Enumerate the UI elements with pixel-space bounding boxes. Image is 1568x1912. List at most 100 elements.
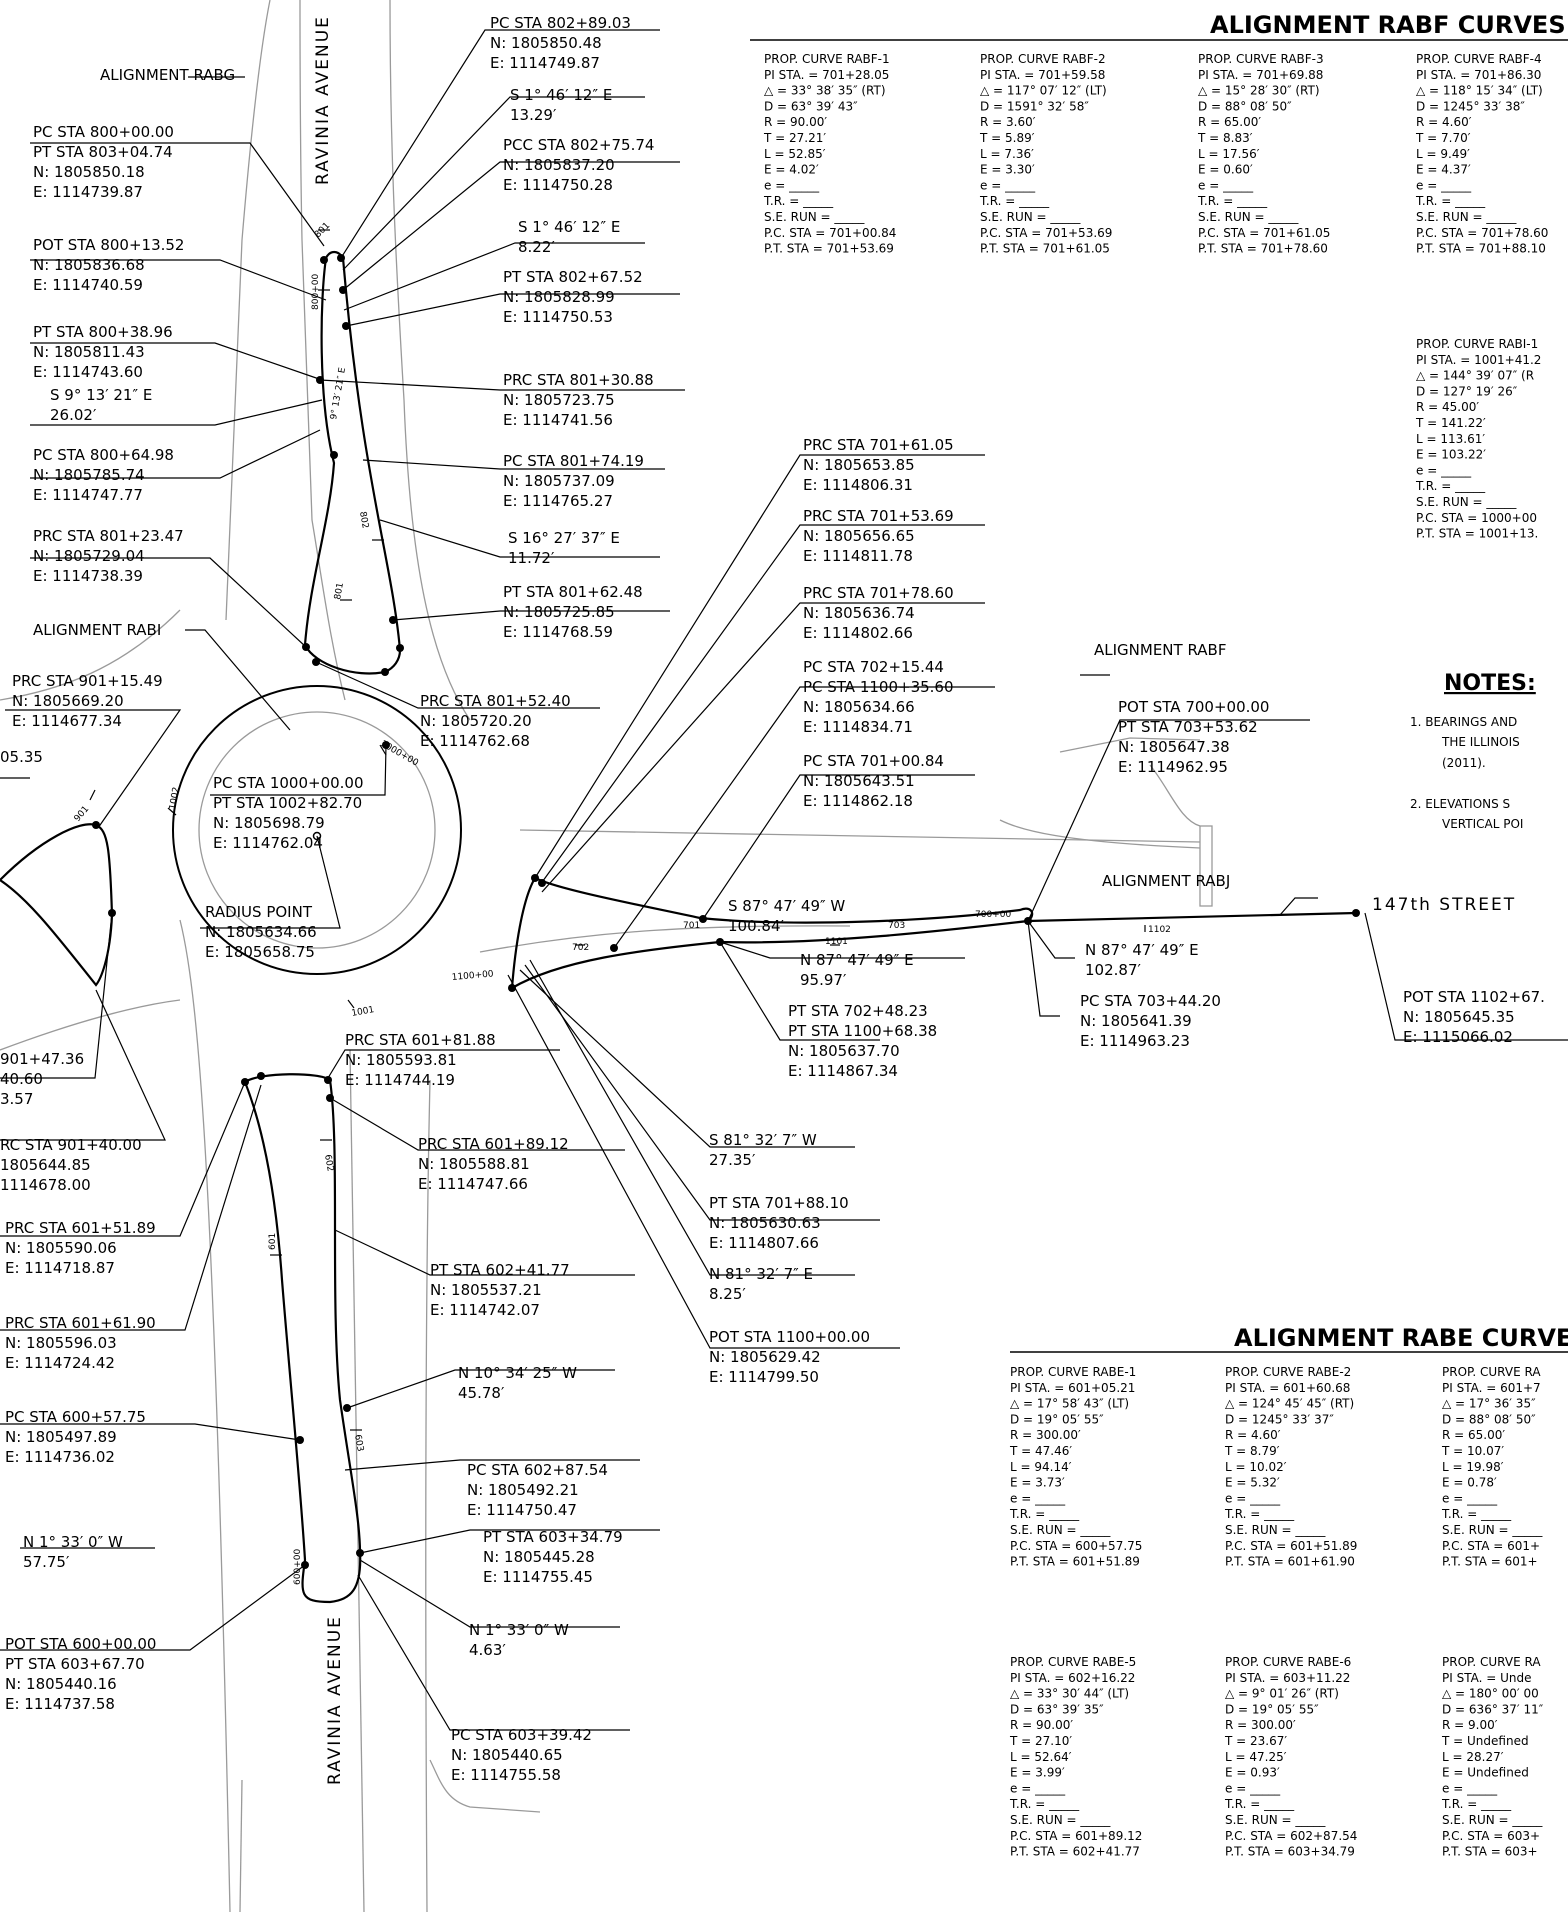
curve-row: P.C. STA = 701+00.84: [764, 226, 896, 240]
curve-row: E = 0.93′: [1225, 1766, 1280, 1780]
station-label: 1001: [351, 1005, 375, 1019]
callout-line: PT STA 602+41.77: [430, 1261, 570, 1279]
curve-row: P.C. STA = 601+51.89: [1225, 1539, 1357, 1553]
callout-line: PC STA 800+00.00: [33, 123, 174, 141]
curve-row: PROP. CURVE RABF-3: [1198, 52, 1324, 66]
callout-line: E: 1114739.87: [33, 183, 143, 201]
callout-15: PRC STA 801+23.47N: 1805729.04E: 1114738…: [33, 527, 184, 585]
callout-line: E: 1114755.58: [451, 1766, 561, 1784]
callout-44: PC STA 600+57.75N: 1805497.89E: 1114736.…: [5, 1408, 146, 1466]
curve-row: D = 88° 08′ 50″: [1198, 99, 1292, 113]
callout-line: N: 1805596.03: [5, 1334, 117, 1352]
callout-line: RADIUS POINT: [205, 903, 313, 921]
curve-row: S.E. RUN = _____: [1198, 210, 1299, 224]
curve-row: P.T. STA = 602+41.77: [1010, 1845, 1140, 1859]
callout-37: PRC STA 601+61.90N: 1805596.03E: 1114724…: [5, 1314, 156, 1372]
callout-line: RC STA 901+40.00: [0, 1136, 142, 1154]
curve-row: T.R. = _____: [1009, 1797, 1080, 1811]
callout-line: N 87° 47′ 49″ E: [800, 951, 914, 969]
curve-row: P.T. STA = 601+61.90: [1225, 1555, 1355, 1569]
callout-line: N: 1805537.21: [430, 1281, 542, 1299]
curve-row: L = 113.61′: [1416, 432, 1485, 446]
callout-line: PT STA 702+48.23: [788, 1002, 928, 1020]
callout-line: N: 1805698.79: [213, 814, 325, 832]
station-label: 1101: [825, 937, 848, 947]
callout-line: E: 1114802.66: [803, 624, 913, 642]
curve-row: L = 19.98′: [1442, 1460, 1504, 1474]
curve-row: PI STA. = 601+60.68: [1225, 1381, 1350, 1395]
callout-line: 8.25′: [709, 1285, 746, 1303]
callout-line: PC STA 1100+35.60: [803, 678, 954, 696]
callout-line: PRC STA 801+52.40: [420, 692, 571, 710]
curve-row: △ = 180° 00′ 00: [1442, 1687, 1539, 1701]
callout-8: PT STA 801+62.48N: 1805725.85E: 1114768.…: [503, 583, 643, 641]
callout-line: E: 1114718.87: [5, 1259, 115, 1277]
curve-row: e = _____: [1416, 463, 1472, 477]
curve-row: △ = 124° 45′ 45″ (RT): [1225, 1397, 1354, 1411]
curve-row: T = 27.10′: [1009, 1734, 1072, 1748]
callout-line: N: 1805630.63: [709, 1214, 821, 1232]
callout-30: PC STA 703+44.20N: 1805641.39E: 1114963.…: [1080, 992, 1221, 1050]
callout-line: S 1° 46′ 12″ E: [518, 218, 620, 236]
callout-line: 57.75′: [23, 1553, 70, 1571]
callout-line: PC STA 802+89.03: [490, 14, 631, 32]
leader-lines: [0, 29, 1568, 1731]
station-label: 801: [313, 221, 332, 240]
rabe-curve-table-5: PROP. CURVE RABE-6PI STA. = 603+11.22△ =…: [1224, 1655, 1357, 1859]
note-line: 2. ELEVATIONS S: [1410, 797, 1510, 811]
callout-1: S 1° 46′ 12″ E13.29′: [510, 86, 612, 124]
callout-line: PRC STA 601+81.88: [345, 1031, 496, 1049]
callout-21: PRC STA 701+53.69N: 1805656.65E: 1114811…: [803, 507, 954, 565]
callout-line: E: 1114747.66: [418, 1175, 528, 1193]
alignment-rabg-label: ALIGNMENT RABG: [100, 66, 235, 84]
callout-line: PT STA 603+67.70: [5, 1655, 145, 1673]
callout-line: S 87° 47′ 49″ W: [728, 897, 845, 915]
callout-line: N 10° 34′ 25″ W: [458, 1364, 577, 1382]
callout-line: POT STA 1100+00.00: [709, 1328, 870, 1346]
callout-16: PRC STA 901+15.49N: 1805669.20E: 1114677…: [12, 672, 163, 730]
curve-row: S.E. RUN = _____: [1010, 1813, 1111, 1827]
curve-row: PI STA. = 602+16.22: [1010, 1671, 1135, 1685]
curve-row: L = 7.36′: [980, 147, 1034, 161]
callout-line: 100.84′: [728, 917, 784, 935]
callout-line: PRC STA 901+15.49: [12, 672, 163, 690]
curve-row: e = _____: [1010, 1491, 1066, 1505]
curve-row: P.T. STA = 603+34.79: [1225, 1845, 1355, 1859]
callout-line: E: 1114807.66: [709, 1234, 819, 1252]
curve-row: S.E. RUN = _____: [980, 210, 1081, 224]
callout-35: PRC STA 601+89.12N: 1805588.81E: 1114747…: [418, 1135, 569, 1193]
callout-line: N: 1805836.68: [33, 256, 145, 274]
curve-row: PROP. CURVE RABF-4: [1416, 52, 1542, 66]
station-label: 703: [888, 921, 905, 931]
callout-line: 901+47.36: [0, 1050, 84, 1068]
rabf-curve-table-1: PROP. CURVE RABF-1PI STA. = 701+28.05△ =…: [763, 52, 896, 256]
callout-line: E: 1114749.87: [490, 54, 600, 72]
alignment-labels: ALIGNMENT RABG ALIGNMENT RABI ALIGNMENT …: [33, 15, 1514, 1785]
callout-line: PC STA 603+39.42: [451, 1726, 592, 1744]
callout-line: E: 1114834.71: [803, 718, 913, 736]
callout-line: N: 1805737.09: [503, 472, 615, 490]
station-label: 601: [268, 1233, 278, 1250]
callout-14: PC STA 800+64.98N: 1805785.74E: 1114747.…: [33, 446, 174, 504]
central-island-circle: [172, 685, 462, 975]
curve-row: △ = 144° 39′ 07″ (R: [1416, 369, 1534, 383]
curve-row: e = _____: [1198, 178, 1254, 192]
station-label: 9° 13′ 21″ E: [329, 366, 348, 420]
callout-line: POT STA 600+00.00: [5, 1635, 156, 1653]
curve-row: E = 0.78′: [1442, 1476, 1497, 1490]
callout-line: E: 1114724.42: [5, 1354, 115, 1372]
callout-line: N: 1805634.66: [803, 698, 915, 716]
station-ticks: [89, 229, 1146, 1431]
callout-line: E: 1114750.47: [467, 1501, 577, 1519]
notes-list: 1. BEARINGS AND THE ILLINOIS (2011). 2. …: [1410, 715, 1523, 831]
curve-row: P.C. STA = 600+57.75: [1010, 1539, 1142, 1553]
station-callouts: PC STA 802+89.03N: 1805850.48E: 1114749.…: [0, 14, 1545, 1784]
curve-row: P.T. STA = 701+61.05: [980, 242, 1110, 256]
callout-2: PCC STA 802+75.74N: 1805837.20E: 1114750…: [503, 136, 654, 194]
curve-row: R = 3.60′: [980, 115, 1036, 129]
curve-row: D = 19° 05′ 55″: [1010, 1412, 1104, 1426]
callout-line: PT STA 1002+82.70: [213, 794, 362, 812]
callout-line: N: 1805445.28: [483, 1548, 595, 1566]
